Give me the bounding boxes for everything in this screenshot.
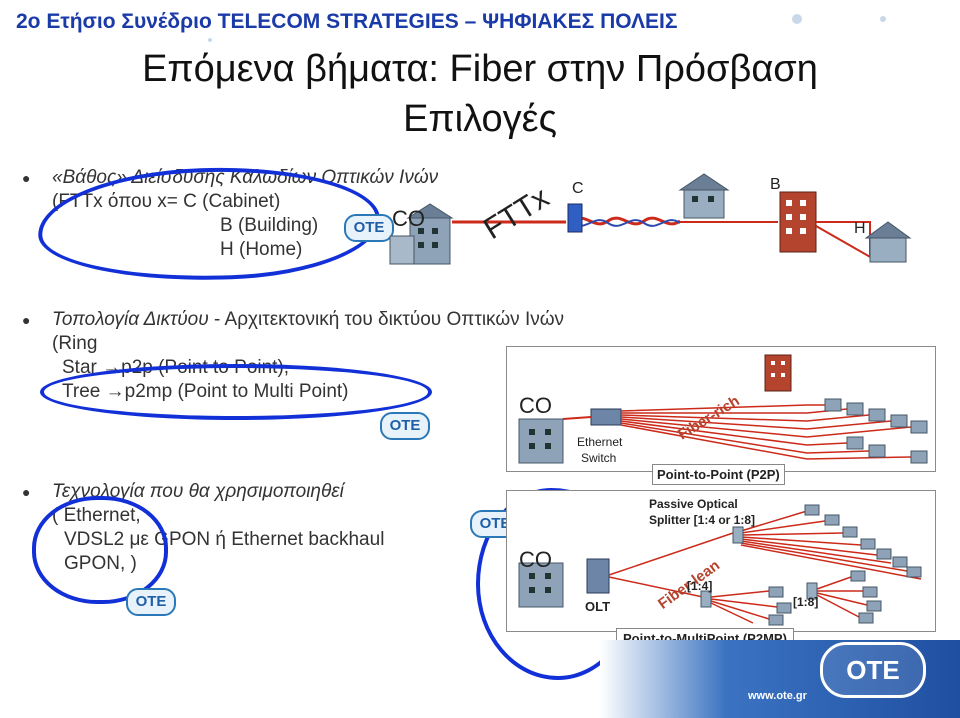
- ote-logo: OTE: [126, 588, 176, 616]
- topology-desc: - Αρχιτεκτονική του δικτύου Οπτικών Ινών: [208, 309, 565, 330]
- p2mp-co-building-icon: [518, 562, 564, 608]
- ratio-1-8-label: [1:8]: [793, 595, 819, 609]
- fttx-home-label: H: [854, 220, 866, 237]
- p2mp-fibers: [608, 510, 922, 624]
- bullet-dot-icon: ●: [22, 312, 31, 328]
- bullet-depth-line1: «Βάθος» Διείσδυσης Καλωδίων Οπτικών Ινών: [52, 167, 439, 188]
- conference-header: 2ο Ετήσιο Συνέδριο TELECOM STRATEGIES – …: [16, 10, 678, 33]
- fttx-building-label: B: [770, 176, 781, 193]
- p2p-panel: CO Ethernet Switch Fiber-rich: [506, 346, 936, 472]
- splitter-icon: [732, 526, 744, 544]
- ote-logo: OTE: [344, 214, 394, 242]
- bullet-depth: ● «Βάθος» Διείσδυσης Καλωδίων Οπτικών Ιν…: [22, 166, 439, 262]
- highlight-circle: [40, 364, 432, 420]
- bullet-topology-line1: Τοπολογία Δικτύου - Αρχιτεκτονική του δι…: [52, 308, 564, 332]
- fiber-line: [562, 416, 592, 420]
- p2p-caption: Point-to-Point (P2P): [652, 464, 785, 485]
- splitter-icon: [700, 590, 712, 608]
- ote-logo: OTE: [380, 412, 430, 440]
- switch-label-1: Ethernet: [577, 435, 623, 449]
- bullet-dot-icon: ●: [22, 484, 31, 500]
- fttx-co-label: CO: [392, 206, 425, 231]
- header-bar: 2ο Ετήσιο Συνέδριο TELECOM STRATEGIES – …: [0, 0, 960, 44]
- decor-dot: [880, 16, 886, 22]
- olt-icon: [586, 558, 610, 594]
- highlight-circle: [32, 496, 168, 604]
- twisted-fiber: [571, 216, 681, 226]
- fttx-diagram: [389, 173, 912, 265]
- ethernet-switch-icon: [590, 408, 622, 426]
- decor-dot: [792, 14, 802, 24]
- decor-dot: [208, 38, 212, 42]
- splitter-label-1: Passive Optical: [649, 497, 738, 511]
- switch-label-2: Switch: [581, 451, 617, 465]
- twisted-copper: [571, 219, 681, 227]
- building-icon: [779, 191, 817, 253]
- bullet-tech-line1: Τεχνολογία που θα χρησιμοποιηθεί: [52, 481, 344, 502]
- p2p-fibers: [620, 404, 912, 460]
- fttx-cabinet-label: C: [572, 180, 584, 197]
- ote-main-logo: OTE: [820, 642, 926, 698]
- splitter-icon: [806, 582, 818, 600]
- p2p-building-icon: [764, 354, 792, 392]
- cabinet-icon: [567, 203, 583, 233]
- house-icon: [678, 173, 730, 219]
- fiber-line: [815, 225, 873, 259]
- website-link[interactable]: www.ote.gr: [748, 690, 807, 702]
- bullet-depth-line2: (FTTx όπου x= C (Cabinet): [52, 191, 281, 212]
- p2mp-homes: [768, 504, 922, 626]
- splitter-label-2: Splitter [1:4 or 1:8]: [649, 513, 756, 527]
- p2p-co-building-icon: [518, 418, 564, 464]
- p2p-co-label: CO: [519, 393, 552, 418]
- bullet-dot-icon: ●: [22, 170, 31, 186]
- olt-label: OLT: [585, 599, 611, 614]
- slide-title-line2: Επιλογές: [403, 98, 557, 140]
- slide-title-line1: Επόμενα βήματα: Fiber στην Πρόσβαση: [142, 48, 818, 90]
- ote-main-logo-text: OTE: [846, 655, 900, 685]
- bullet-topology-line2: (Ring: [52, 333, 98, 354]
- p2p-homes: [824, 398, 928, 464]
- home-icon: [864, 221, 912, 263]
- p2p-graphic: [518, 354, 928, 464]
- p2mp-panel: CO OLT Passive Optical Splitter [1:4 or …: [506, 490, 936, 632]
- co-building-icon: [389, 203, 454, 265]
- topology-label: Τοπολογία Δικτύου: [52, 309, 209, 330]
- bullet-depth-line4: H (Home): [220, 239, 303, 260]
- bullet-depth-line3: B (Building): [220, 215, 319, 236]
- ratio-1-4-label: [1:4]: [687, 579, 713, 593]
- p2mp-graphic: [518, 504, 922, 626]
- p2mp-co-label: CO: [519, 547, 552, 572]
